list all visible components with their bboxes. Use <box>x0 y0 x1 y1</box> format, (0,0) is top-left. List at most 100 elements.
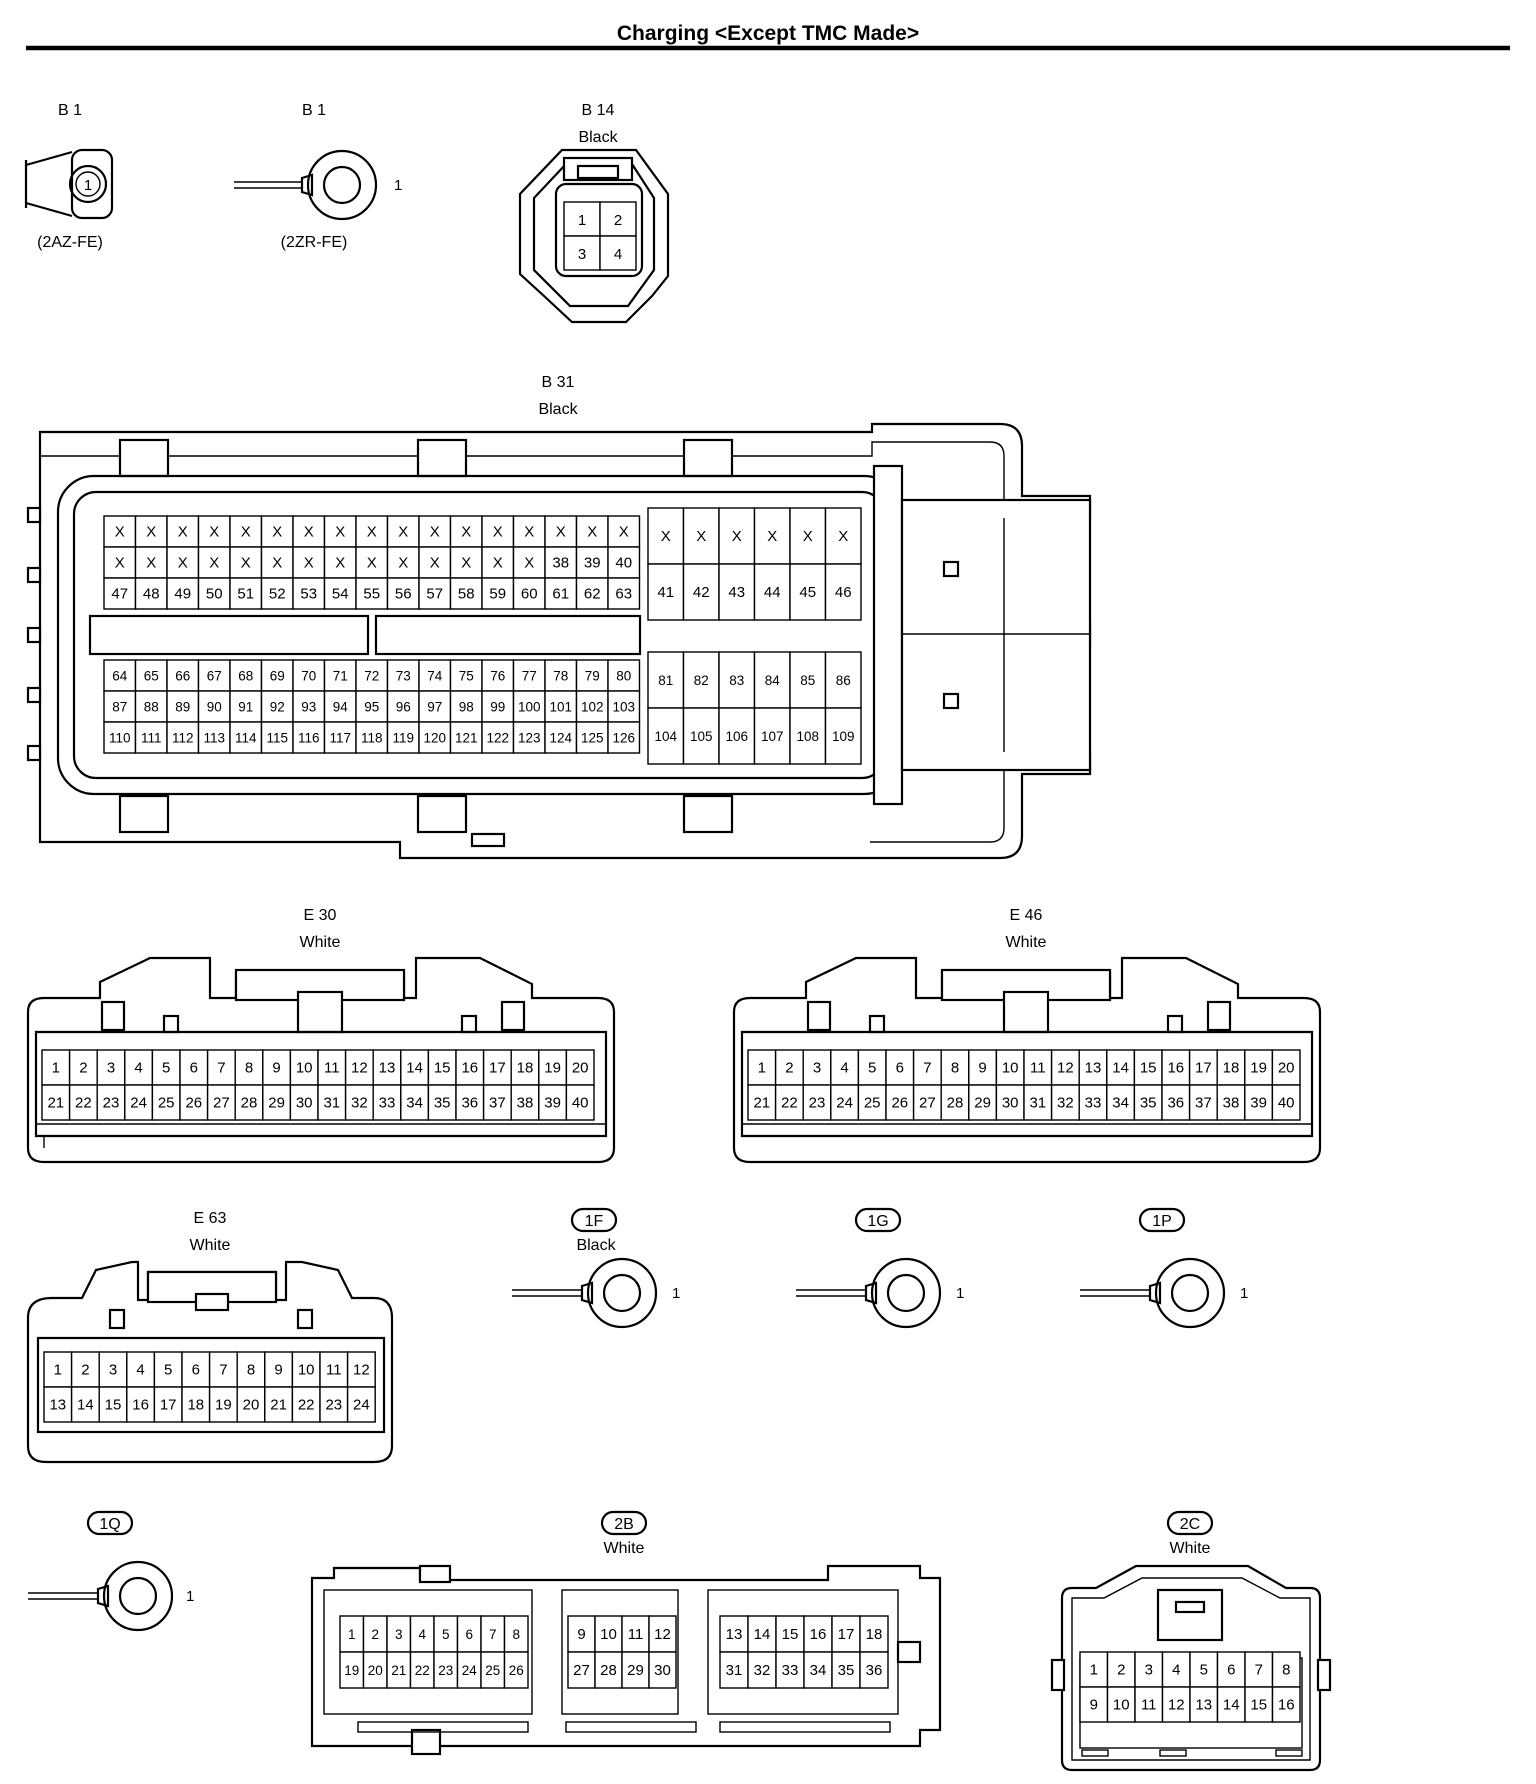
pin-cell <box>859 1651 889 1689</box>
pin-label: 4 <box>1172 1662 1180 1679</box>
pin-label: 30 <box>1002 1095 1019 1112</box>
key <box>162 1014 180 1034</box>
pin-label: 102 <box>581 700 604 715</box>
pin-cell <box>575 721 609 754</box>
pin-label: 40 <box>1278 1095 1295 1112</box>
pin-label: 8 <box>1282 1662 1290 1679</box>
pin-cell <box>68 1084 98 1121</box>
connector-1p: 1P 1 <box>1080 1207 1248 1329</box>
pin-cell <box>126 1386 156 1423</box>
b31-latch-body <box>900 498 1092 772</box>
pin-label: 32 <box>1057 1095 1074 1112</box>
pin-label: 14 <box>77 1397 94 1414</box>
2b-rail <box>565 1721 697 1733</box>
pin-label: X <box>461 555 471 572</box>
pin-label: 33 <box>1085 1095 1102 1112</box>
pin-cell <box>197 721 231 754</box>
pin-cell <box>1271 1049 1301 1086</box>
pin-cell <box>134 515 168 548</box>
pin-label: 1 <box>348 1627 356 1642</box>
connector-color: Black <box>578 129 618 146</box>
pin-label: 103 <box>612 700 635 715</box>
pin-label: X <box>430 524 440 541</box>
pin-label: 5 <box>164 1362 172 1379</box>
pin-cell <box>1216 1686 1246 1723</box>
pin-label: 93 <box>301 700 316 715</box>
pin-cell <box>449 577 483 610</box>
pin-label: 7 <box>489 1627 497 1642</box>
pin-cell <box>831 1651 861 1689</box>
pin-cell <box>512 577 546 610</box>
pin-cell <box>621 1615 650 1653</box>
pin-cell <box>647 563 685 621</box>
pin-cell <box>747 1651 777 1689</box>
connector-color: White <box>604 1540 645 1557</box>
pin-label: 16 <box>132 1397 149 1414</box>
pin-cell <box>1023 1049 1053 1086</box>
pin-label: 1 <box>956 1285 964 1302</box>
pin-label: 59 <box>489 586 506 603</box>
pin-cell <box>319 1351 349 1388</box>
pin-label: 92 <box>270 700 285 715</box>
pin-label: 9 <box>577 1626 585 1643</box>
pin-label: 50 <box>206 586 223 603</box>
pin-cell <box>1216 1651 1246 1688</box>
pin-cell <box>229 577 263 610</box>
pin-label: 53 <box>300 586 317 603</box>
pin-label: 11 <box>1141 1697 1157 1714</box>
pin-cell <box>43 1386 73 1423</box>
b14-lock-tab <box>576 164 620 180</box>
pin-label: X <box>767 528 777 545</box>
pin-cell <box>481 721 515 754</box>
pin-label: 94 <box>333 700 349 715</box>
pin-label: 31 <box>726 1662 743 1679</box>
pin-label: X <box>335 555 345 572</box>
pin-cell <box>912 1049 942 1086</box>
terminal-ring <box>68 164 108 204</box>
2c-rail <box>1159 1749 1187 1757</box>
pin-label: 62 <box>584 586 601 603</box>
e63-cavity <box>36 1336 386 1434</box>
pin-label: 9 <box>272 1060 280 1077</box>
pin-label: 22 <box>781 1095 798 1112</box>
pin-cell <box>824 707 862 765</box>
pin-label: 52 <box>269 586 286 603</box>
pin-label: 79 <box>585 669 600 684</box>
pin-label: 6 <box>190 1060 198 1077</box>
pin-cell <box>386 546 420 579</box>
pin-label: 32 <box>351 1095 368 1112</box>
pin-cell <box>1106 1686 1136 1723</box>
pin-label: 19 <box>215 1397 232 1414</box>
code-badge <box>854 1207 902 1233</box>
pin-cell <box>1106 1651 1136 1688</box>
pin-label: 3 <box>107 1060 115 1077</box>
pin-label: X <box>178 555 188 572</box>
e30-housing <box>26 956 616 1164</box>
pin-cell <box>260 546 294 579</box>
2c-inner <box>1071 1577 1311 1761</box>
pin-cell <box>418 721 452 754</box>
pin-label: 87 <box>112 700 127 715</box>
connector-code: E 30 <box>304 907 337 924</box>
pin-cell <box>166 659 200 692</box>
pin-label: X <box>493 555 503 572</box>
pin-label: 72 <box>364 669 379 684</box>
pin-label: 33 <box>782 1662 799 1679</box>
pin-label: 36 <box>1167 1095 1184 1112</box>
e63-housing <box>26 1260 394 1464</box>
pin-label: 30 <box>296 1095 313 1112</box>
pin-label: 5 <box>162 1060 170 1077</box>
pin-label: X <box>661 528 671 545</box>
pin-cell <box>1244 1686 1274 1723</box>
connector-color: White <box>1006 934 1047 951</box>
pin-label: 20 <box>1278 1060 1295 1077</box>
pin-label: 7 <box>217 1060 225 1077</box>
pin-cell <box>236 1386 266 1423</box>
pin-label: 116 <box>298 731 320 746</box>
pin-label: 4 <box>134 1060 142 1077</box>
pin-cell <box>234 1049 264 1086</box>
pin-label: 101 <box>549 700 572 715</box>
pin-label: 25 <box>864 1095 881 1112</box>
